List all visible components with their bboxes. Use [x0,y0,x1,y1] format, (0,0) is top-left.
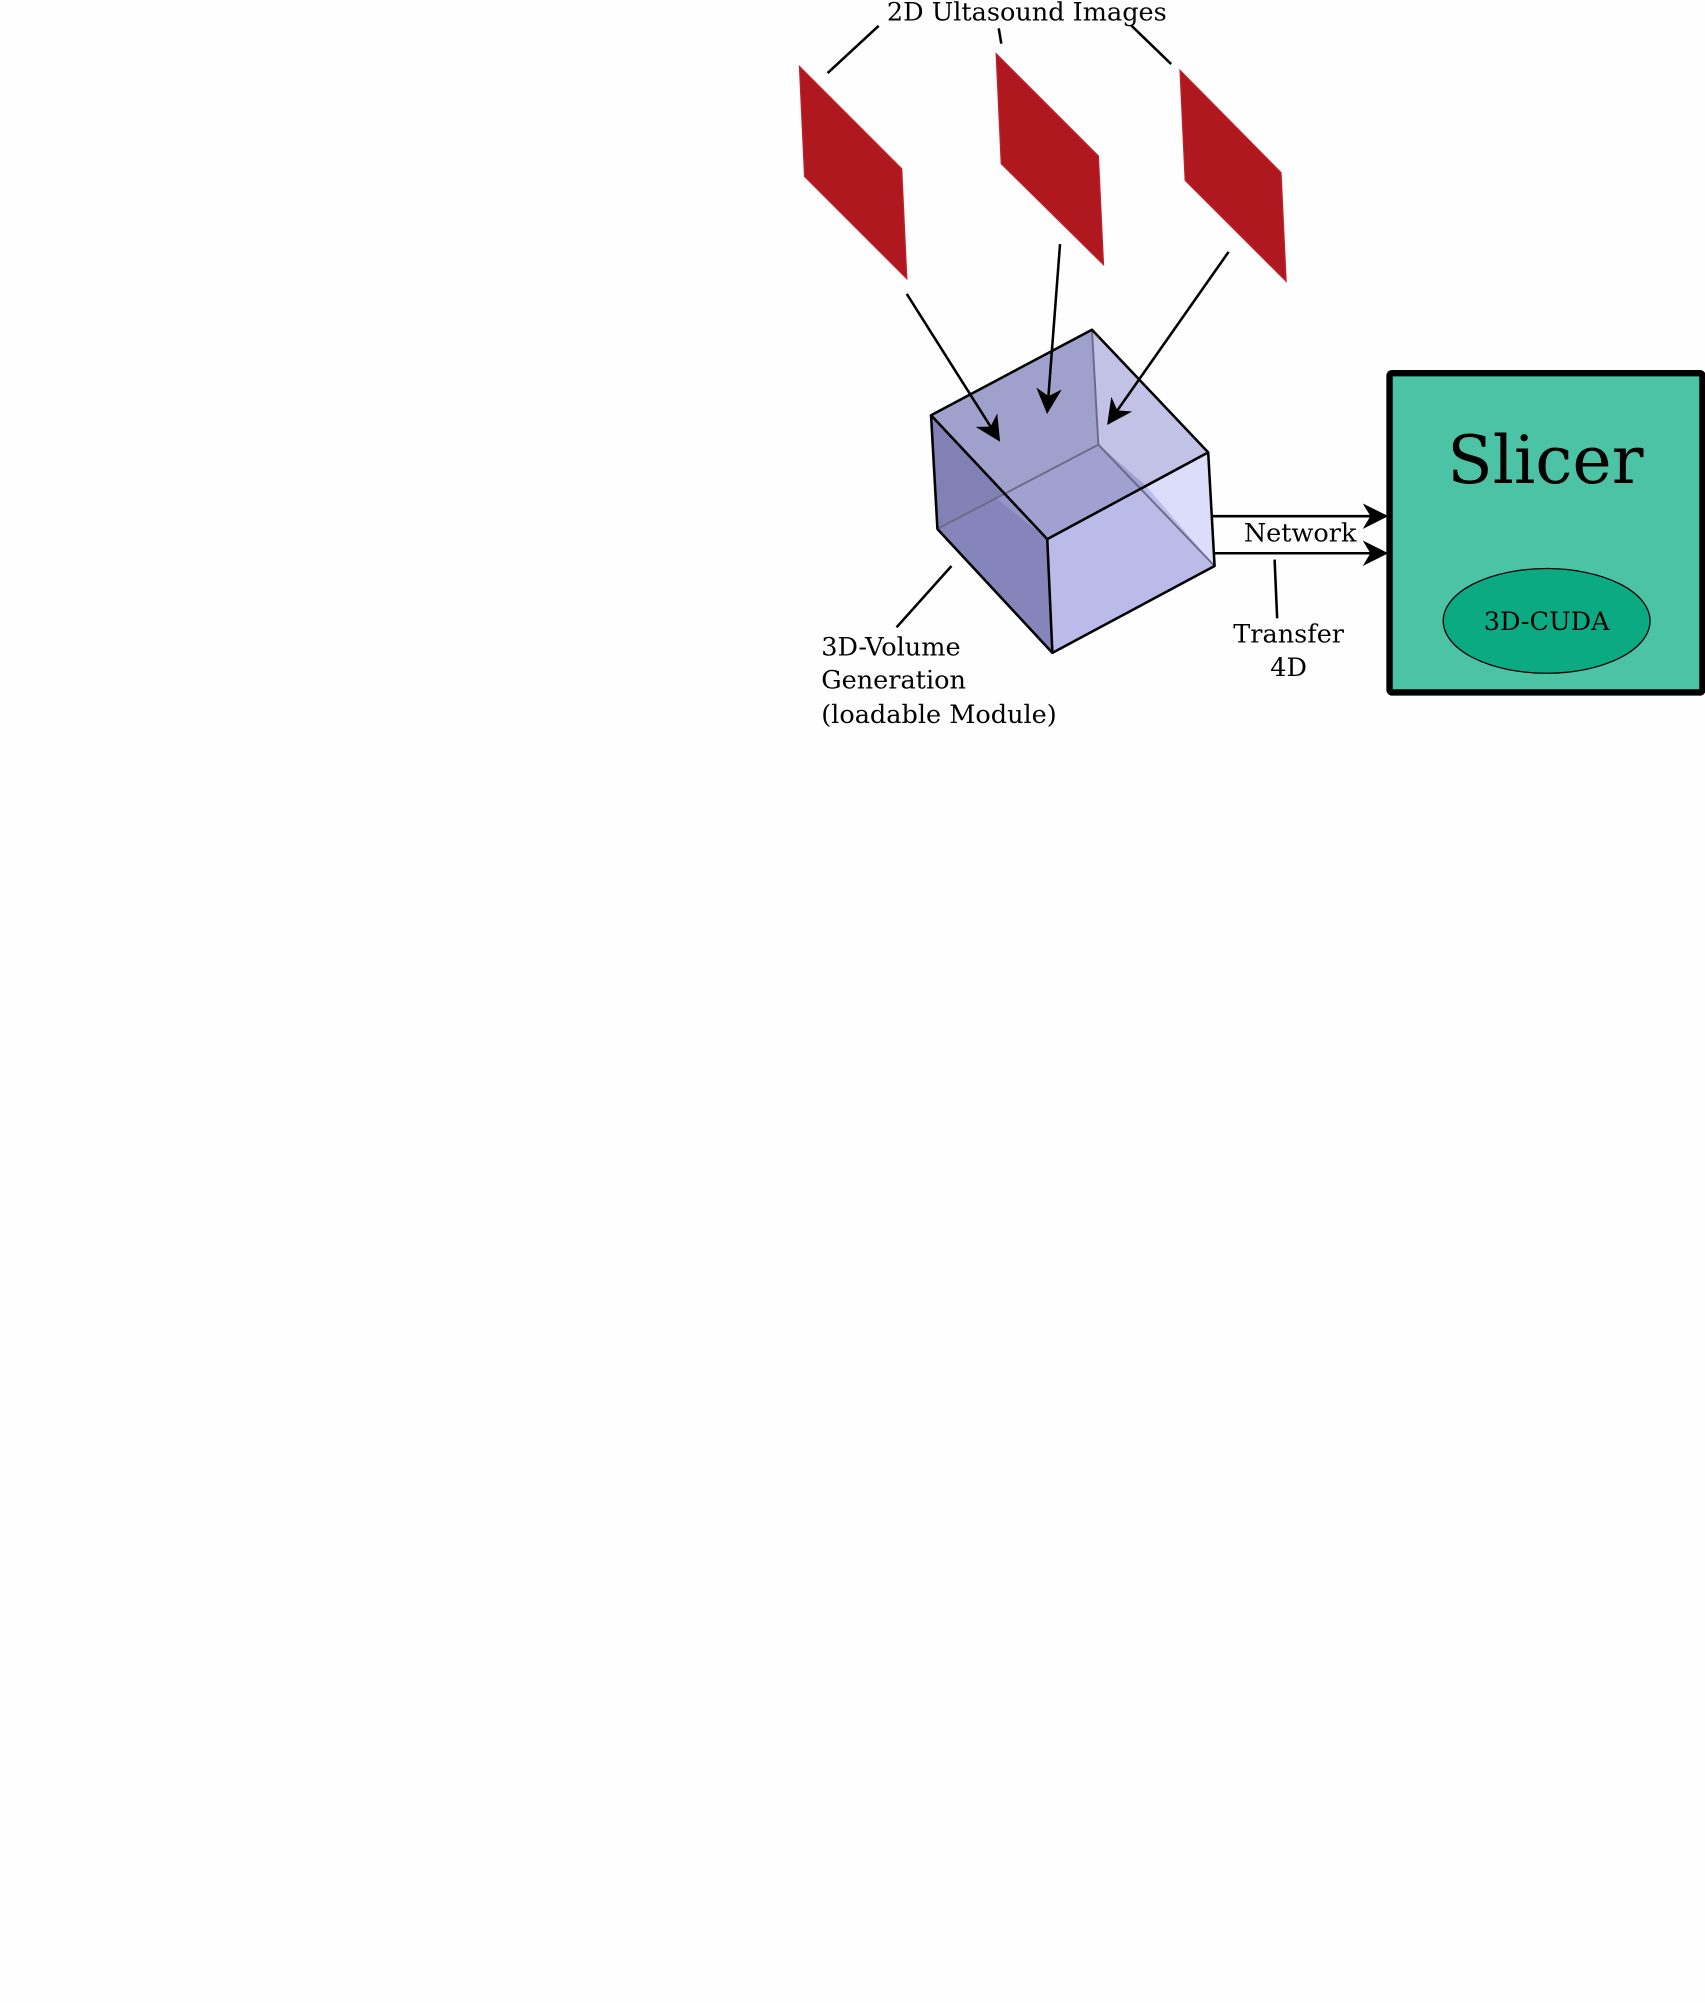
transfer-leader-line [1273,559,1279,619]
ultrasound-image-1 [798,65,908,281]
volume-label-3: (loadable Module) [821,700,1057,730]
network-label: Network [1244,519,1357,549]
ultrasound-image-2 [995,52,1105,267]
cuda-label: 3D-CUDA [1484,607,1610,637]
transfer-label-2: 4D [1270,653,1307,683]
volume-label-2: Generation [821,666,966,696]
volume-label-1: 3D-Volume [821,632,960,662]
slicer-label: Slicer [1447,421,1643,499]
images-leader-lines [826,24,1173,74]
network-arrows [1210,503,1389,566]
volume-leader-line [895,565,953,629]
image-to-volume-arrows [905,244,1230,442]
volume-cube [929,328,1216,655]
cuda-ellipse [1442,567,1651,674]
ultrasound-image-3 [1179,68,1287,283]
images-title: 2D Ultasound Images [887,0,1167,28]
transfer-label-1: Transfer [1233,620,1345,650]
